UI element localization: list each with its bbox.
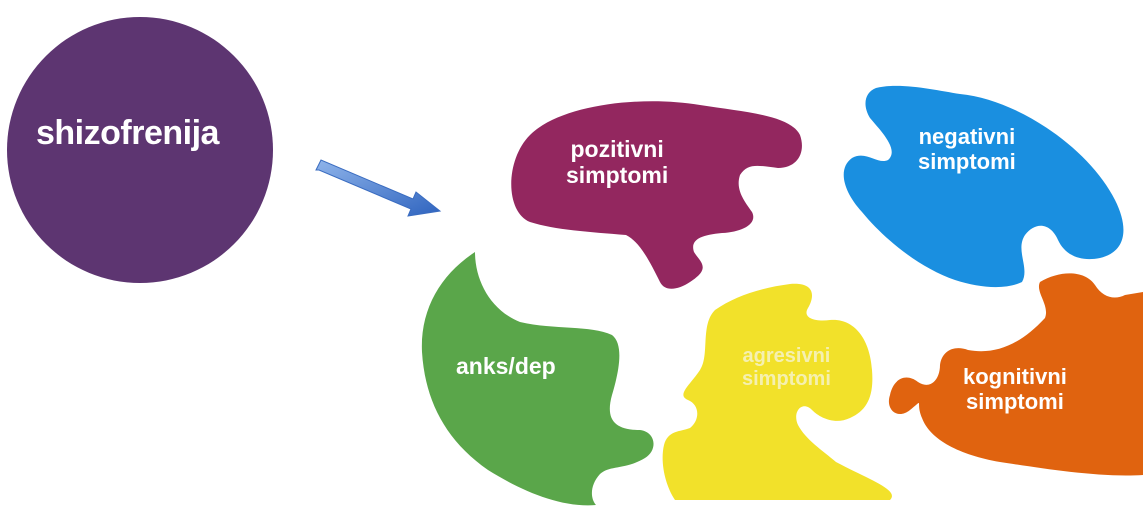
arrow-icon [315, 159, 442, 217]
aggressive-symptoms-piece [662, 283, 892, 500]
cognitive-label-line1: kognitivni [963, 364, 1067, 389]
anxiety-depression-piece [421, 252, 654, 506]
negative-label-line1: negativni [918, 124, 1016, 149]
negative-symptoms-label: negativni simptomi [918, 124, 1016, 175]
anxiety-label-line1: anks/dep [456, 353, 556, 379]
positive-symptoms-piece [511, 101, 802, 289]
cognitive-label-line2: simptomi [966, 389, 1064, 415]
negative-label-line2: simptomi [918, 149, 1016, 175]
negative-symptoms-piece [843, 85, 1124, 288]
aggressive-label-line1: agresivni [742, 345, 831, 367]
positive-symptoms-label: pozitivni simptomi [566, 136, 668, 189]
main-title: shizofrenija [36, 114, 219, 152]
cognitive-symptoms-piece [888, 273, 1143, 476]
cognitive-symptoms-label: kognitivni simptomi [963, 364, 1067, 415]
positive-label-line2: simptomi [566, 162, 669, 189]
anxiety-depression-label: anks/dep [456, 353, 556, 379]
aggressive-label-line2: simptomi [742, 368, 831, 390]
aggressive-symptoms-label: agresivni simptomi [742, 345, 831, 391]
positive-label-line1: pozitivni [570, 136, 664, 162]
schizophrenia-circle [7, 17, 273, 283]
